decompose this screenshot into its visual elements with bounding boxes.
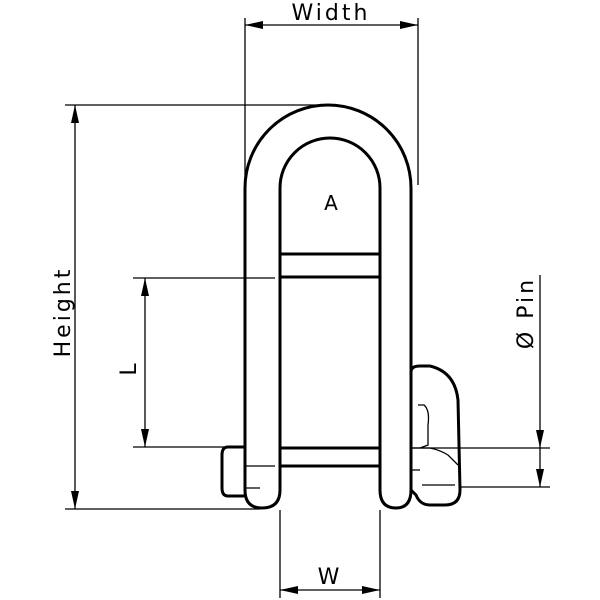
left-pin-cap [220, 445, 247, 498]
w-arrow-left [280, 586, 298, 594]
length-dimension: L [117, 277, 275, 448]
pin-arrow-bottom [536, 469, 544, 487]
height-arrow-bottom [71, 491, 79, 509]
right-pin-nut-facets [411, 447, 459, 486]
inner-width-dimension: W [279, 510, 381, 598]
area-label: A [324, 191, 338, 215]
shackle-inner-outline [278, 136, 382, 492]
height-dimension: Height [51, 104, 330, 510]
width-dimension: Width [244, 1, 419, 185]
left-leg-bottom [243, 488, 282, 510]
pin-dimension: Ø Pin [411, 275, 550, 488]
right-pin-nut-inner [418, 404, 430, 449]
height-arrow-top [71, 105, 79, 123]
pin-label: Ø Pin [514, 277, 539, 349]
shackle-outer-outline [243, 103, 413, 492]
w-arrow-right [362, 586, 380, 594]
length-label: L [117, 360, 142, 375]
inner-width-label: W [318, 565, 343, 590]
length-arrow-top [141, 278, 149, 296]
length-arrow-bottom [141, 429, 149, 447]
width-arrow-left [245, 21, 263, 29]
right-leg-bottom [378, 488, 413, 510]
width-arrow-right [400, 21, 418, 29]
height-label: Height [51, 267, 76, 358]
width-label: Width [292, 1, 371, 26]
right-pin-nut [409, 364, 462, 507]
pin-arrow-top [536, 430, 544, 448]
left-pin-cap-detail [245, 465, 275, 489]
